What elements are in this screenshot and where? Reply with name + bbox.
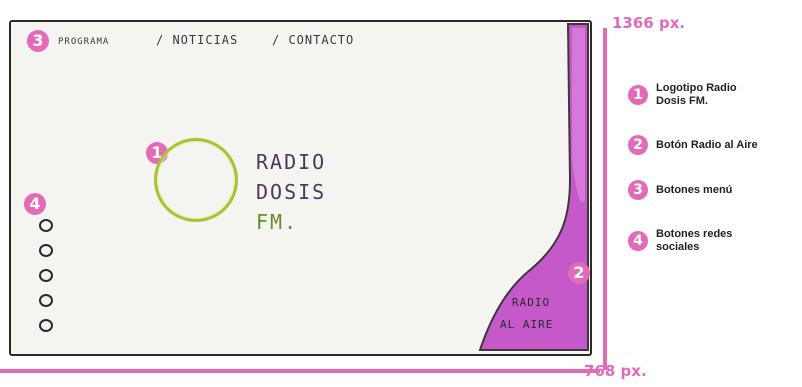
nav-item-programa: PROGRAMA	[58, 37, 110, 47]
social-button-circle	[39, 319, 53, 332]
badge-3: 3	[27, 30, 49, 52]
social-button-circle	[39, 244, 53, 257]
height-dimension-line	[603, 28, 607, 370]
legend-badge-2: 2	[628, 135, 648, 155]
social-button-circle	[39, 269, 53, 282]
logo-circle	[154, 138, 238, 222]
radio-al-aire-label-1: RADIO	[512, 296, 551, 309]
width-dimension-line	[0, 369, 600, 373]
legend-item-3: 3 Botones menú	[628, 180, 802, 200]
nav-item-noticias: / NOTICIAS	[156, 33, 239, 47]
legend-item-4: 4 Botones redes sociales	[628, 228, 776, 254]
legend-text-1: Logotipo Radio Dosis FM.	[656, 82, 737, 107]
badge-4: 4	[24, 193, 46, 215]
nav-item-contacto: / CONTACTO	[272, 33, 355, 47]
height-label: 1366 px.	[612, 14, 686, 32]
legend-text-4: Botones redes sociales	[656, 228, 733, 253]
badge-2: 2	[568, 262, 590, 284]
legend-item-1: 1 Logotipo Radio Dosis FM.	[628, 82, 756, 108]
legend-badge-3: 3	[628, 180, 648, 200]
social-button-circle	[39, 219, 53, 232]
logo-text-radio: RADIO	[256, 150, 327, 174]
legend-badge-1: 1	[628, 85, 648, 105]
legend-text-3: Botones menú	[656, 183, 733, 196]
logo-text-fm: FM.	[256, 210, 299, 234]
logo-text-dosis: DOSIS	[256, 180, 327, 204]
legend-badge-4: 4	[628, 231, 648, 251]
legend-text-2: Botón Radio al Aire	[656, 138, 758, 151]
width-label: 768 px.	[584, 362, 647, 380]
legend-item-2: 2 Botón Radio al Aire	[628, 135, 802, 155]
wireframe-sketch	[9, 20, 592, 356]
social-button-circle	[39, 294, 53, 307]
radio-al-aire-label-2: AL AIRE	[500, 318, 554, 331]
